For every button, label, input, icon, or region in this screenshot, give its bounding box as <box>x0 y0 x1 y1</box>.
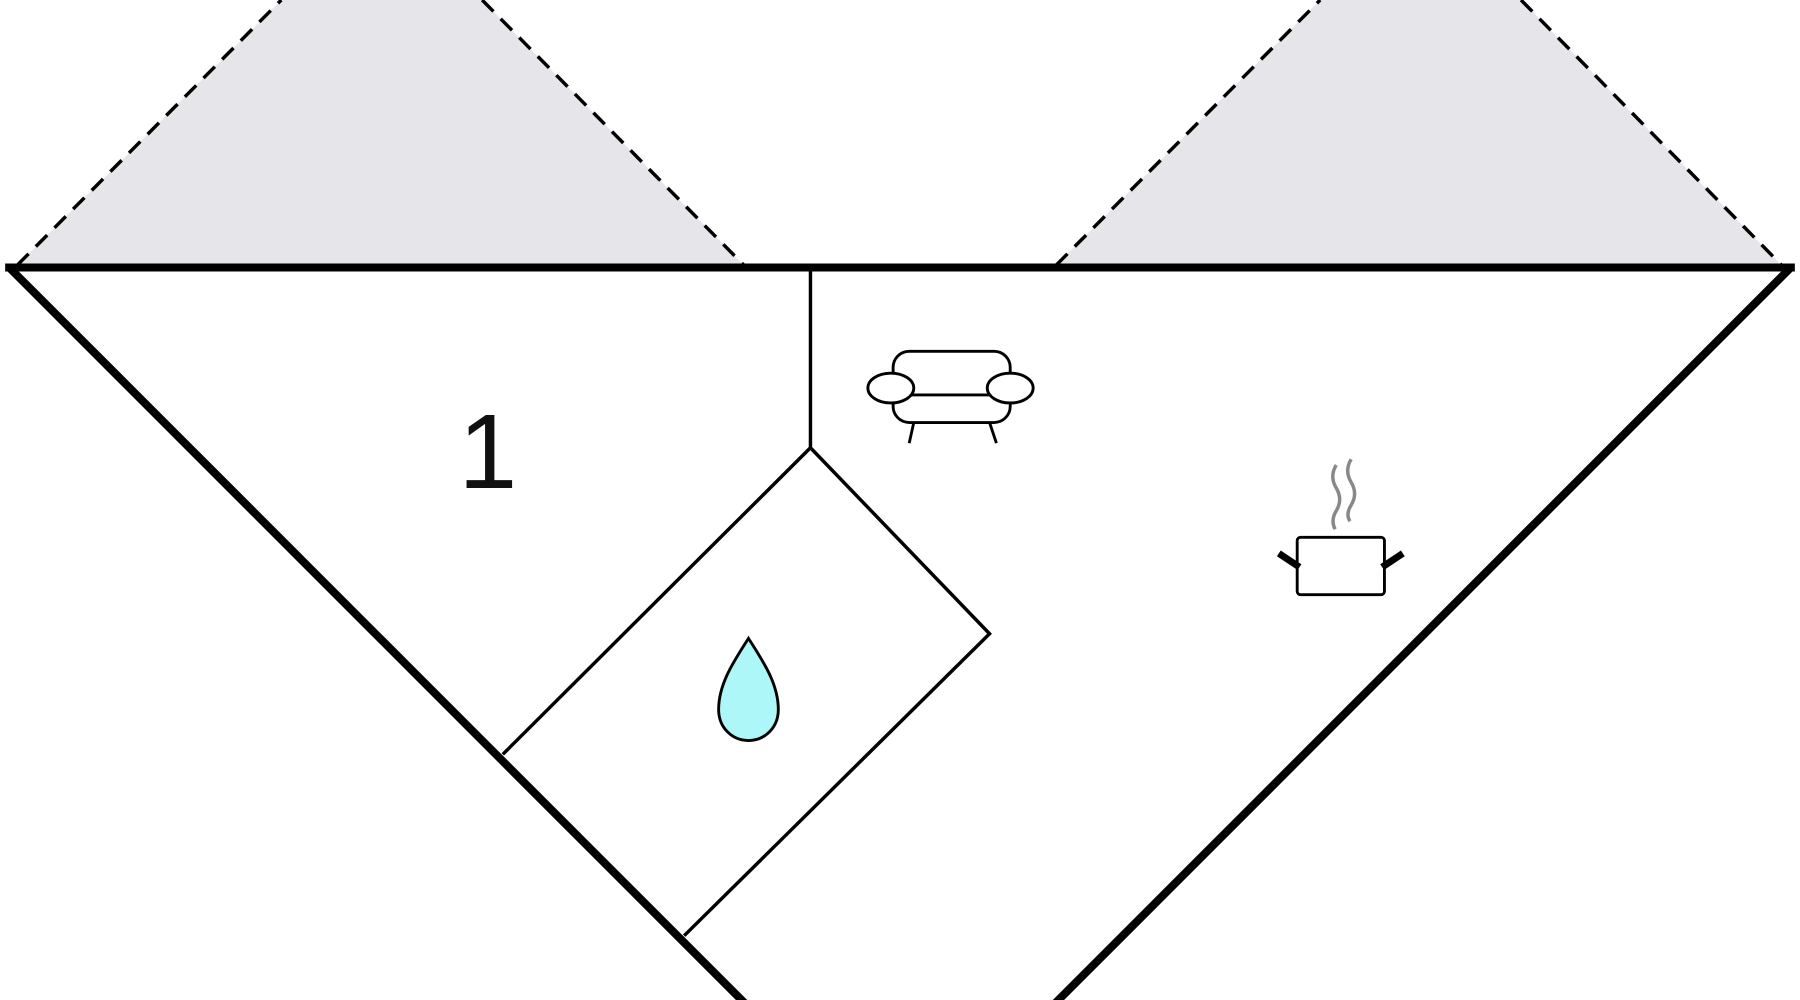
interior-walls <box>501 267 992 937</box>
terrace-right <box>1054 0 1783 267</box>
terrace-left <box>15 0 746 267</box>
sofa-icon <box>866 349 1035 444</box>
water-drop-icon <box>717 635 780 742</box>
room-number-label: 1 <box>459 393 518 511</box>
outer-walls <box>5 263 1795 1000</box>
cooking-pot-icon <box>1276 458 1405 597</box>
